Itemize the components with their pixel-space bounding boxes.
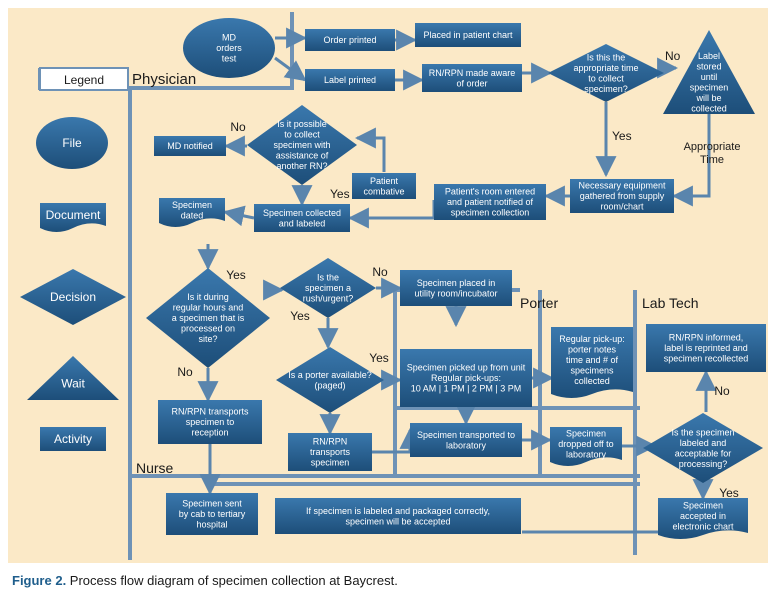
placed-in-patient-chart: Placed in patient chart (415, 23, 521, 47)
order-printed: Order printed (305, 29, 395, 51)
lane-title-nurse: Nurse (136, 460, 174, 476)
legend-file-icon-text: File (62, 136, 82, 150)
porter-decision-text: Is a porter available?(paged) (288, 370, 372, 391)
legend-file-icon: File (36, 117, 108, 169)
if-labeled-note-text: If specimen is labeled and packaged corr… (306, 506, 490, 527)
lane-title-lab-tech: Lab Tech (642, 295, 699, 311)
placed-in-patient-chart-text: Placed in patient chart (423, 30, 513, 40)
connector-arrow (354, 127, 386, 172)
legend-decision-icon-text: Decision (50, 290, 96, 304)
label-printed: Label printed (305, 69, 395, 91)
legend-activity-icon: Activity (40, 427, 106, 451)
edge-label-no-rush: No (372, 265, 388, 279)
md-notified-text: MD notified (167, 141, 213, 151)
edge-label-no-time: No (665, 49, 681, 63)
caption-text: Process flow diagram of specimen collect… (66, 573, 398, 588)
lane-title-physician: Physician (132, 71, 196, 88)
legend-document-icon-text: Document (46, 208, 101, 222)
caption-label: Figure 2. (12, 573, 67, 588)
lane-title-legend: Legend (64, 73, 104, 87)
edge-label-no-regular: No (177, 365, 193, 379)
edge-label-no-labeled: No (714, 384, 730, 398)
legend-decision-icon: Decision (20, 269, 126, 325)
lane-title-porter: Porter (520, 295, 558, 311)
legend-activity-icon-text: Activity (54, 432, 92, 446)
connector-arrow (222, 205, 255, 227)
legend-document-icon: Document (40, 203, 106, 232)
edge-label-yes-porter: Yes (369, 351, 389, 365)
connector-arrow (274, 56, 307, 82)
edge-label-yes-possible: Yes (330, 187, 350, 201)
figure-caption: Figure 2. Process flow diagram of specim… (12, 570, 772, 592)
edge-label-yes-time: Yes (612, 129, 632, 143)
if-labeled-note: If specimen is labeled and packaged corr… (275, 498, 521, 534)
legend-box (39, 67, 129, 91)
legend-wait-icon-text: Wait (61, 376, 85, 390)
edge-label-yes-rush: Yes (290, 309, 310, 323)
porter-decision: Is a porter available?(paged) (276, 347, 384, 413)
diagram-background (8, 8, 768, 563)
label-printed-text: Label printed (324, 75, 376, 85)
order-printed-text: Order printed (323, 35, 376, 45)
edge-label-yes-labeled: Yes (719, 486, 739, 500)
connector-arrow (671, 114, 711, 207)
edge-label-yes-regular: Yes (226, 268, 246, 282)
edge-label-no-possible: No (230, 120, 246, 134)
legend-wait-icon: Wait (27, 356, 119, 400)
md-notified: MD notified (154, 136, 226, 156)
